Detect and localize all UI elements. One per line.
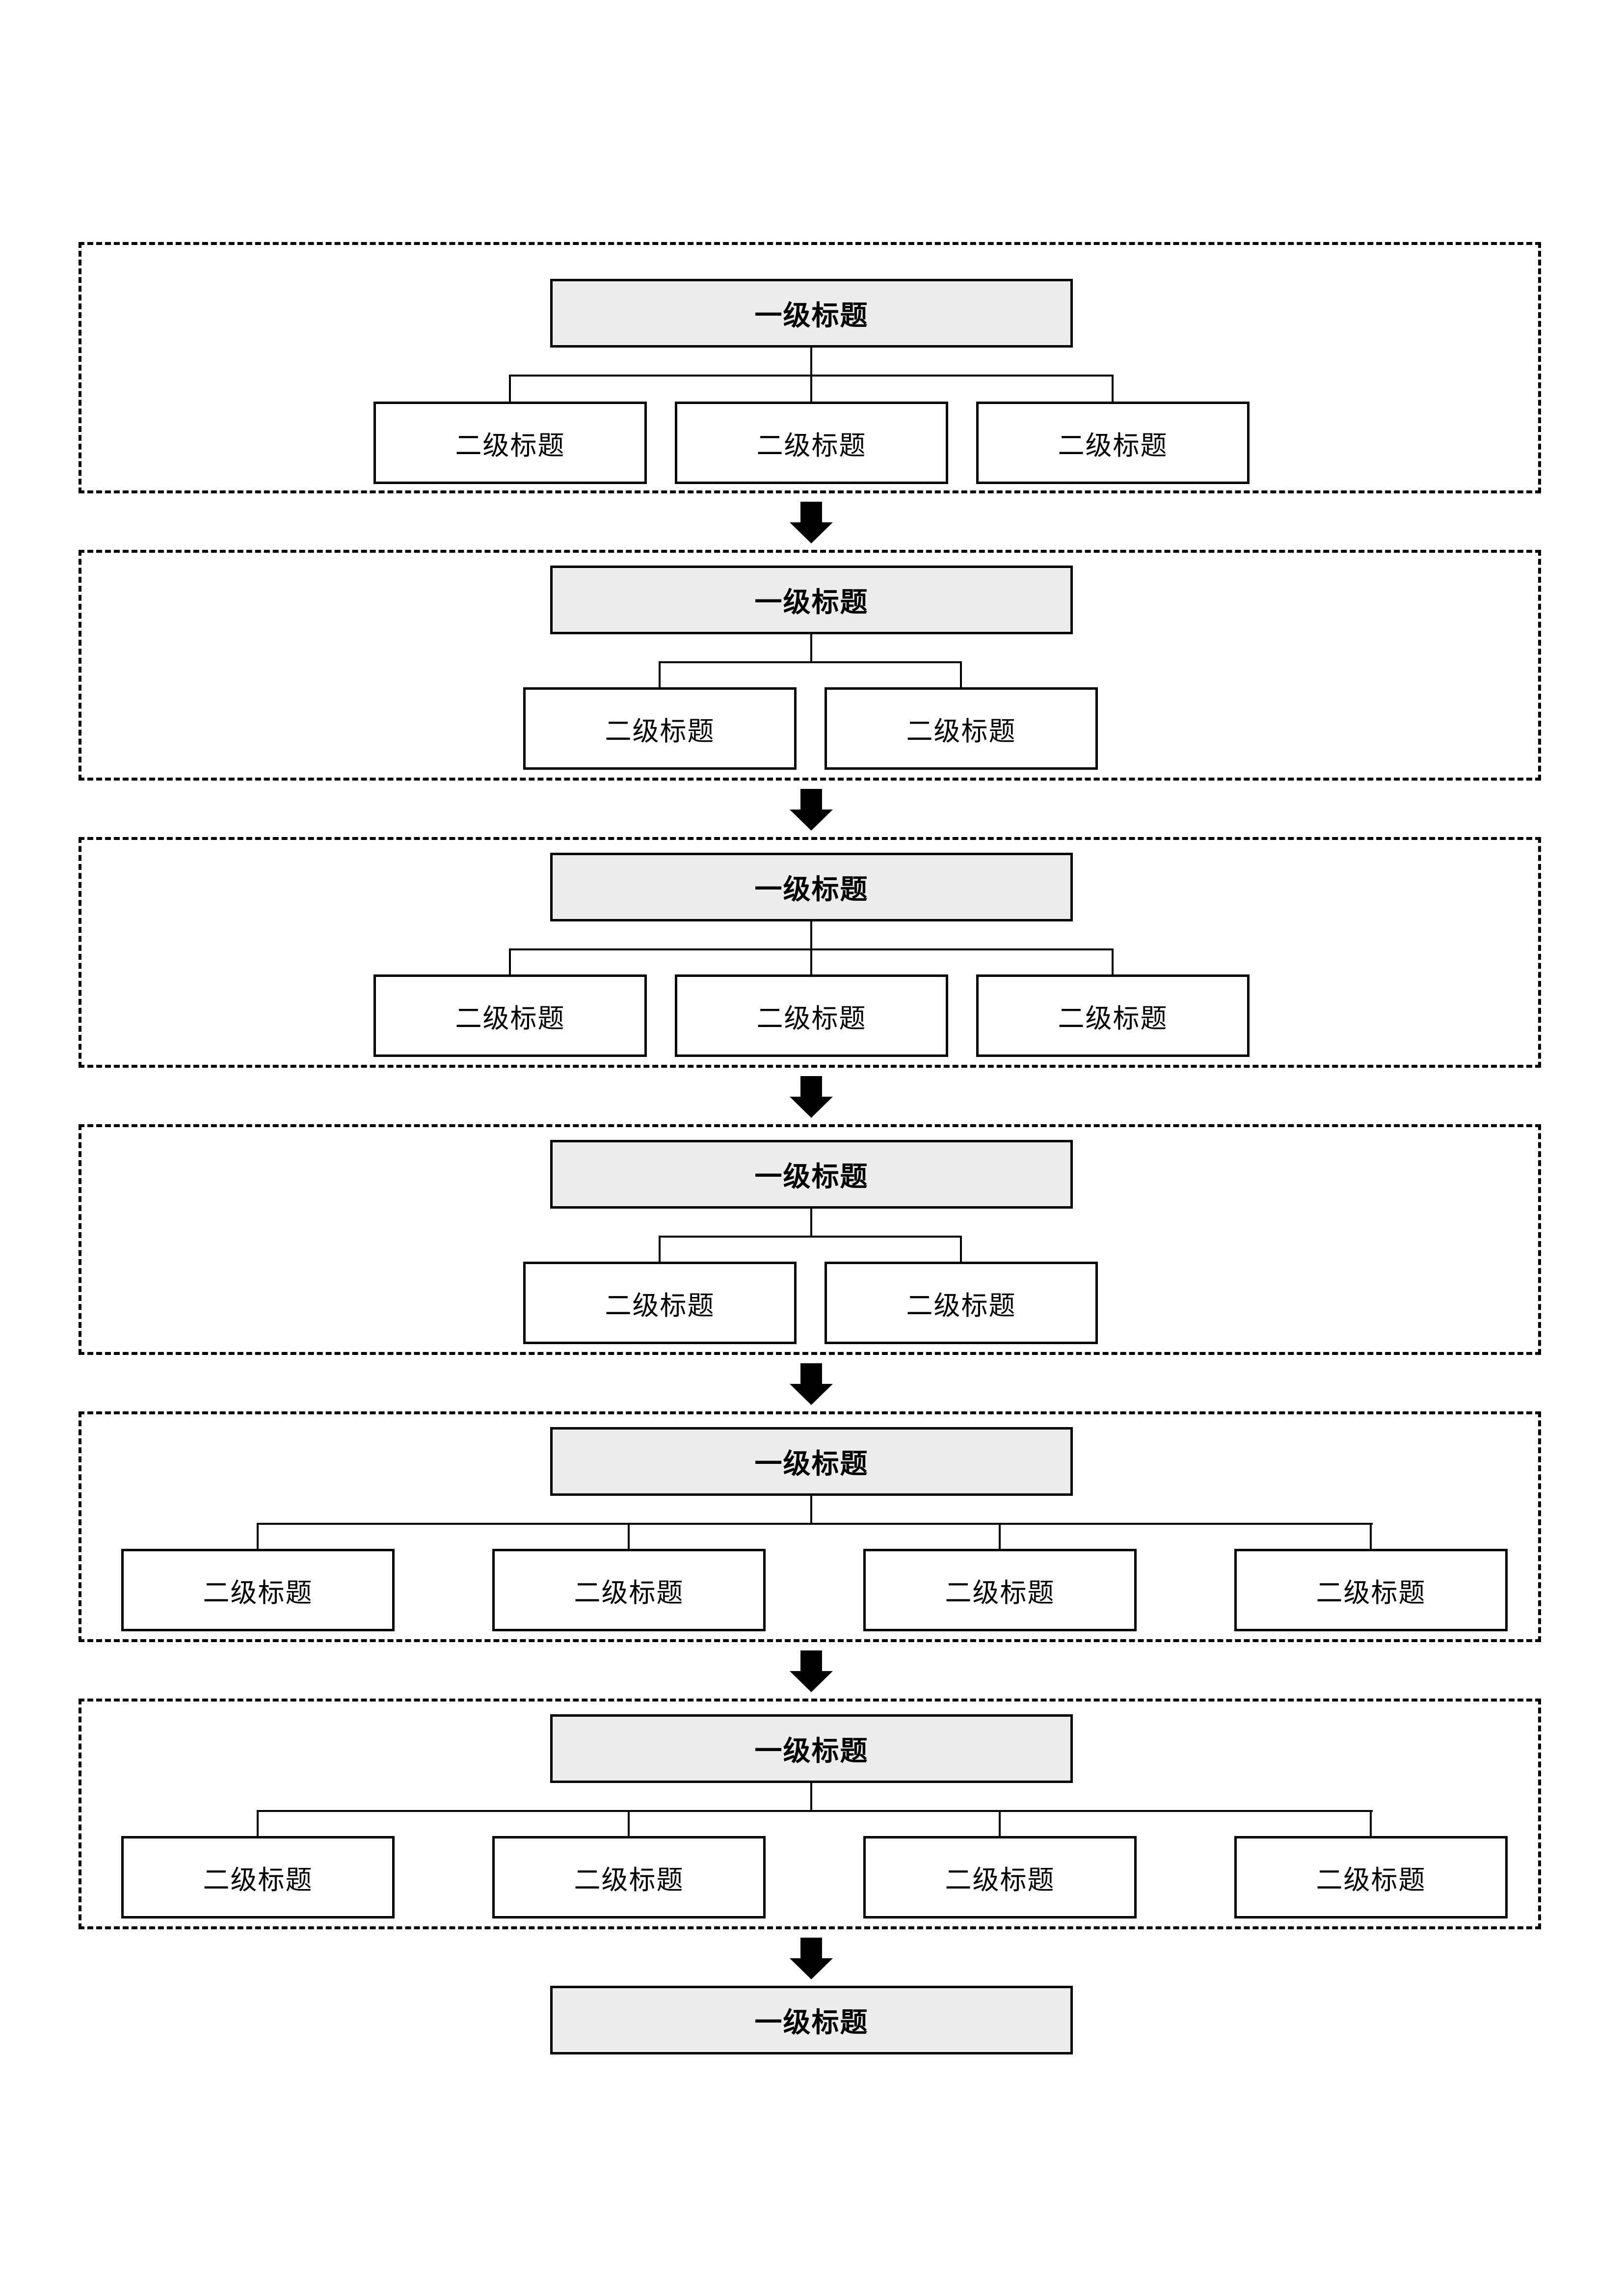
flow-down-arrow xyxy=(790,1650,833,1692)
connector-drop xyxy=(509,375,511,402)
level2-node[interactable]: 二级标题 xyxy=(121,1549,395,1631)
level2-node[interactable]: 二级标题 xyxy=(825,1262,1098,1344)
flow-down-arrow xyxy=(790,502,833,543)
connector-drop xyxy=(257,1523,259,1549)
down-arrow-icon xyxy=(790,1938,833,1979)
connector-drop xyxy=(659,661,661,687)
down-arrow-icon xyxy=(790,1650,833,1692)
level2-node[interactable]: 二级标题 xyxy=(1234,1836,1508,1918)
section-1: 一级标题 二级标题 二级标题 二级标题 xyxy=(79,242,1541,493)
connector-vertical xyxy=(810,634,812,661)
level2-node[interactable]: 二级标题 xyxy=(863,1836,1137,1918)
flow-down-arrow xyxy=(790,1076,833,1118)
flow-down-arrow xyxy=(790,789,833,831)
level2-node[interactable]: 二级标题 xyxy=(523,1262,797,1344)
level1-node[interactable]: 一级标题 xyxy=(550,853,1073,921)
section-5: 一级标题 二级标题 二级标题 二级标题 二级标题 xyxy=(79,1411,1541,1642)
level2-node[interactable]: 二级标题 xyxy=(492,1549,766,1631)
level2-node[interactable]: 二级标题 xyxy=(863,1549,1137,1631)
section-3-dashed-border xyxy=(79,837,1541,1068)
down-arrow-icon xyxy=(790,502,833,543)
level1-node[interactable]: 一级标题 xyxy=(550,1427,1073,1496)
connector-vertical xyxy=(810,1783,812,1810)
section-2: 一级标题 二级标题 二级标题 xyxy=(79,550,1541,781)
section-5-dashed-border xyxy=(79,1411,1541,1642)
flow-down-arrow xyxy=(790,1363,833,1405)
connector-rail xyxy=(257,1523,1373,1525)
connector-drop xyxy=(1112,948,1114,974)
level1-node[interactable]: 一级标题 xyxy=(550,1714,1073,1783)
connector-vertical xyxy=(810,921,812,948)
level1-final-node[interactable]: 一级标题 xyxy=(550,1986,1073,2054)
section-6: 一级标题 二级标题 二级标题 二级标题 二级标题 xyxy=(79,1699,1541,1929)
level1-node[interactable]: 一级标题 xyxy=(550,1140,1073,1209)
down-arrow-icon xyxy=(790,1076,833,1118)
level2-node[interactable]: 二级标题 xyxy=(523,687,797,770)
connector-drop xyxy=(1370,1810,1372,1836)
section-4-dashed-border xyxy=(79,1124,1541,1355)
level2-node[interactable]: 二级标题 xyxy=(675,974,948,1057)
flow-down-arrow xyxy=(790,1938,833,1979)
connector-rail xyxy=(659,661,962,663)
connector-rail xyxy=(659,1236,962,1238)
section-3: 一级标题 二级标题 二级标题 二级标题 xyxy=(79,837,1541,1068)
connector-drop xyxy=(257,1810,259,1836)
connector-drop xyxy=(999,1810,1001,1836)
level2-node[interactable]: 二级标题 xyxy=(976,974,1250,1057)
level2-node[interactable]: 二级标题 xyxy=(373,402,647,484)
level1-node[interactable]: 一级标题 xyxy=(550,566,1073,634)
connector-drop xyxy=(999,1523,1001,1549)
section-4: 一级标题 二级标题 二级标题 xyxy=(79,1124,1541,1355)
level1-node[interactable]: 一级标题 xyxy=(550,279,1073,348)
connector-vertical xyxy=(810,1496,812,1523)
connector-drop xyxy=(659,1236,661,1262)
down-arrow-icon xyxy=(790,1363,833,1405)
level2-node[interactable]: 二级标题 xyxy=(492,1836,766,1918)
connector-drop xyxy=(628,1523,630,1549)
down-arrow-icon xyxy=(790,789,833,831)
level2-node[interactable]: 二级标题 xyxy=(825,687,1098,770)
connector-drop xyxy=(628,1810,630,1836)
connector-drop xyxy=(1112,375,1114,402)
connector-drop xyxy=(960,1236,962,1262)
level2-node[interactable]: 二级标题 xyxy=(976,402,1250,484)
connector-drop xyxy=(509,948,511,974)
connector-drop xyxy=(960,661,962,687)
connector-drop xyxy=(1370,1523,1372,1549)
section-6-dashed-border xyxy=(79,1699,1541,1929)
level2-node[interactable]: 二级标题 xyxy=(373,974,647,1057)
section-2-dashed-border xyxy=(79,550,1541,781)
connector-vertical xyxy=(810,348,812,375)
level2-node[interactable]: 二级标题 xyxy=(121,1836,395,1918)
connector-vertical xyxy=(810,1209,812,1236)
connector-drop xyxy=(810,375,812,402)
connector-drop xyxy=(810,948,812,974)
level2-node[interactable]: 二级标题 xyxy=(675,402,948,484)
section-1-dashed-border xyxy=(79,242,1541,493)
connector-rail xyxy=(257,1810,1373,1812)
level2-node[interactable]: 二级标题 xyxy=(1234,1549,1508,1631)
